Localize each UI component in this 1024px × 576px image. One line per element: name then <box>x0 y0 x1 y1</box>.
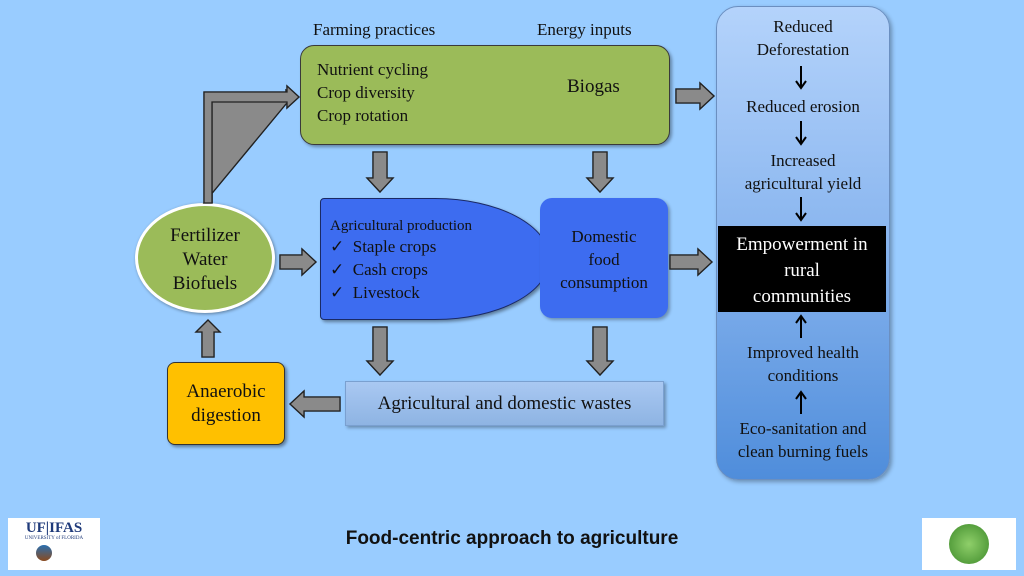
outcome-line: Increased <box>770 151 836 170</box>
farming-practices-box: Nutrient cycling Crop diversity Crop rot… <box>300 45 670 145</box>
farming-practices-label: Farming practices <box>313 20 436 39</box>
reduced-deforestation: Reduced Deforestation <box>717 15 889 61</box>
down-arrow-icon <box>365 326 395 376</box>
right-arrow-icon <box>669 247 713 277</box>
left-arrow-icon <box>289 389 341 419</box>
farming-item: Nutrient cycling <box>317 60 428 79</box>
up-arrow-icon <box>194 319 222 358</box>
empowerment-line: Empowerment in <box>736 234 868 255</box>
domestic-line: consumption <box>560 273 648 292</box>
input-item: Fertilizer <box>170 225 240 246</box>
energy-inputs-label: Energy inputs <box>537 20 632 39</box>
input-item: Water <box>182 249 228 270</box>
empowerment-line: communities <box>752 286 852 307</box>
domestic-line: food <box>588 250 620 269</box>
domestic-line: Domestic <box>571 227 637 246</box>
outcome-line: conditions <box>767 366 839 385</box>
right-arrow-icon <box>675 81 715 111</box>
anaerobic-line: digestion <box>191 405 261 426</box>
eco-sanitation: Eco-sanitation and clean burning fuels <box>717 417 889 463</box>
anaerobic-line: Anaerobic <box>186 381 266 402</box>
inputs-ellipse: Fertilizer Water Biofuels <box>135 203 275 313</box>
farming-item: Crop diversity <box>317 83 415 102</box>
outcome-line: clean burning fuels <box>737 442 869 461</box>
down-arrow-icon <box>365 151 395 193</box>
wastes-box: Agricultural and domestic wastes <box>345 381 664 426</box>
biogas-label: Biogas <box>567 76 620 97</box>
improved-health: Improved health conditions <box>717 341 889 387</box>
ufifas-logo: UF|IFAS UNIVERSITY of FLORIDA <box>8 518 100 570</box>
bioenergy-lab-logo <box>922 518 1016 570</box>
check-icon: ✓ <box>330 283 345 302</box>
outcome-line: agricultural yield <box>744 174 862 193</box>
agri-item: Livestock <box>352 283 420 302</box>
agri-heading: Agricultural production <box>330 218 473 234</box>
reduced-erosion: Reduced erosion <box>746 97 860 116</box>
right-arrow-icon <box>279 247 317 277</box>
farming-item: Crop rotation <box>317 106 409 125</box>
down-arrow-icon <box>585 151 615 193</box>
increased-yield: Increased agricultural yield <box>717 149 889 195</box>
domestic-consumption-box: Domestic food consumption <box>540 198 668 318</box>
input-item: Biofuels <box>172 273 238 294</box>
empowerment-box: Empowerment in rural communities <box>718 226 886 312</box>
farming-items: Nutrient cycling Crop diversity Crop rot… <box>317 58 428 127</box>
check-icon: ✓ <box>330 260 345 279</box>
down-arrow-icon <box>585 326 615 376</box>
outcome-line: Reduced <box>773 17 833 36</box>
agri-item: Cash crops <box>352 260 428 279</box>
l-arrow-head-icon <box>202 88 300 204</box>
outcome-line: Deforestation <box>756 40 850 59</box>
agricultural-production-box: Agricultural production ✓ Staple crops ✓… <box>320 198 550 320</box>
diagram-title: Food-centric approach to agriculture <box>345 528 679 549</box>
outcome-line: Eco-sanitation and <box>739 419 867 438</box>
check-icon: ✓ <box>330 237 345 256</box>
agri-item: Staple crops <box>352 237 437 256</box>
anaerobic-digestion-box: Anaerobic digestion <box>167 362 285 445</box>
empowerment-line: rural <box>784 260 820 281</box>
outcome-line: Improved health <box>747 343 859 362</box>
